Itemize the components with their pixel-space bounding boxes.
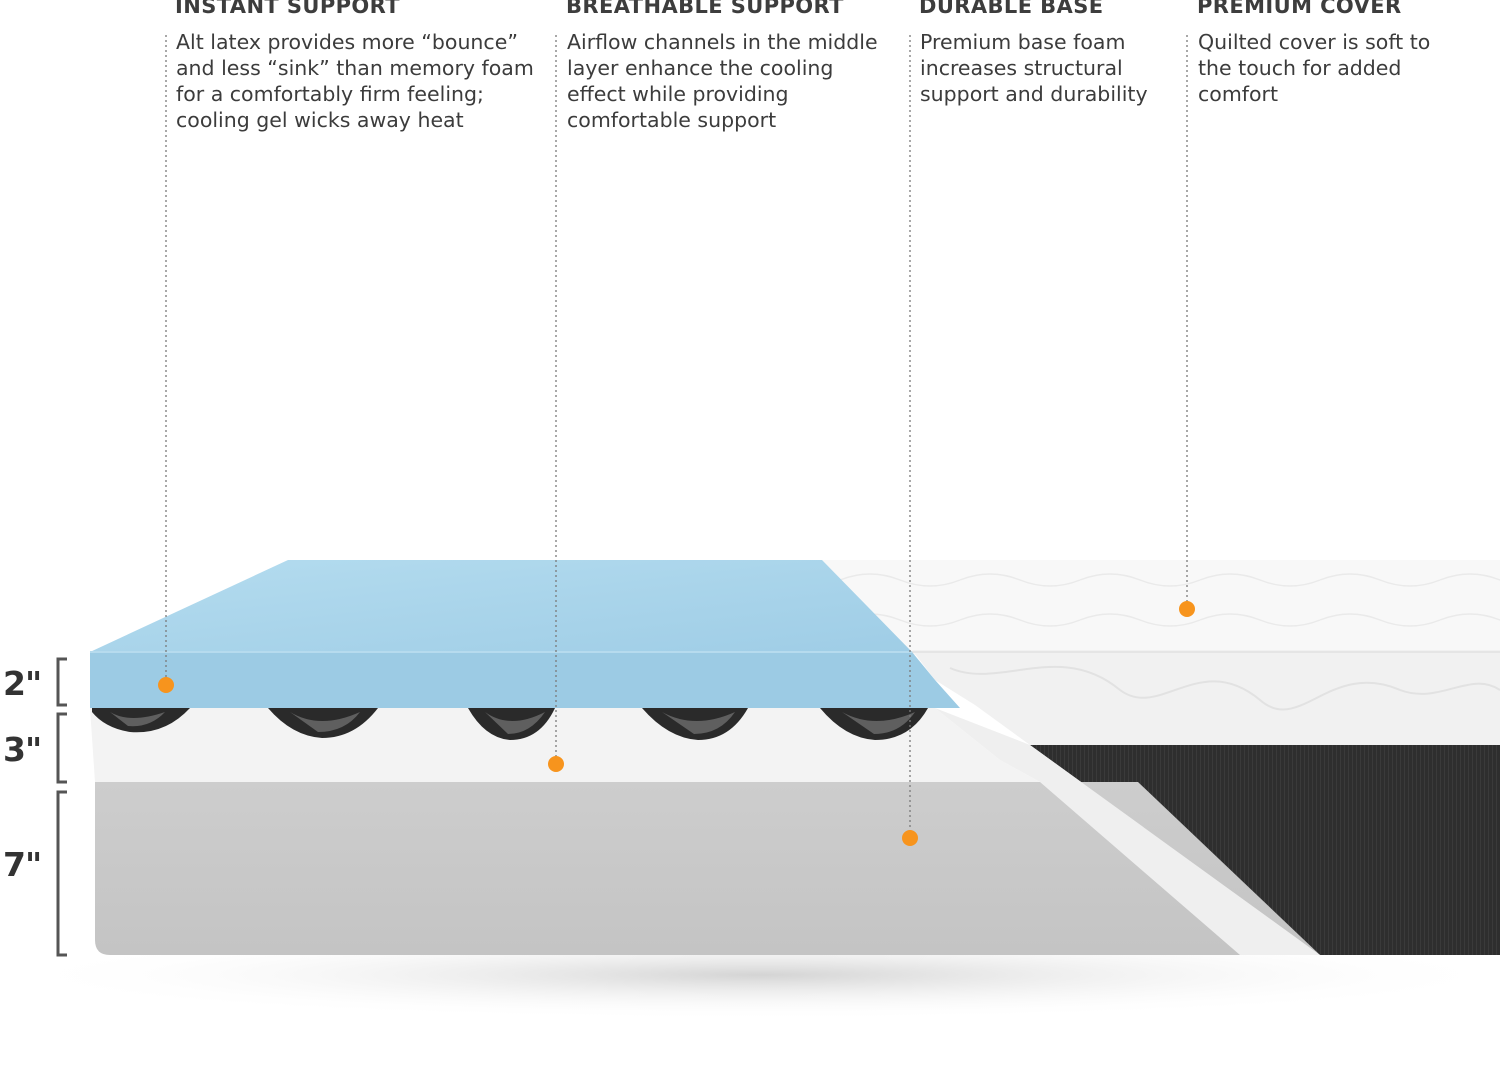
base-layer-marker bbox=[902, 830, 918, 846]
description-line: Alt latex provides more “bounce” bbox=[176, 30, 518, 54]
gel-layer-top bbox=[90, 560, 912, 652]
description-line: cooling gel wicks away heat bbox=[176, 108, 464, 132]
feature-title: PREMIUM COVER bbox=[1197, 0, 1402, 18]
cover-front-band bbox=[912, 650, 1500, 745]
feature-title: DURABLE BASE bbox=[919, 0, 1104, 18]
feature-description: Airflow channels in the middle layer enh… bbox=[567, 29, 878, 133]
description-line: the touch for added bbox=[1198, 56, 1402, 80]
gel-layer-marker bbox=[158, 677, 174, 693]
cover-marker bbox=[1179, 601, 1195, 617]
feature-title: BREATHABLE SUPPORT bbox=[566, 0, 844, 18]
description-line: Airflow channels in the middle bbox=[567, 30, 878, 54]
airflow-layer-thickness-label: 3" bbox=[3, 730, 42, 769]
description-line: and less “sink” than memory foam bbox=[176, 56, 534, 80]
description-line: for a comfortably firm feeling; bbox=[176, 82, 484, 106]
leader-lines bbox=[165, 35, 1188, 838]
description-line: layer enhance the cooling bbox=[567, 56, 834, 80]
airflow-layer-marker bbox=[548, 756, 564, 772]
description-line: comfort bbox=[1198, 82, 1279, 106]
thickness-brackets bbox=[56, 657, 67, 957]
description-line: support and durability bbox=[920, 82, 1148, 106]
gel-layer-front bbox=[90, 652, 960, 708]
cover-edge-wedge bbox=[935, 708, 1320, 955]
base-foam-layer bbox=[95, 782, 1320, 955]
gel-layer-thickness-label: 2" bbox=[3, 664, 42, 703]
description-line: Premium base foam bbox=[920, 30, 1126, 54]
base-layer-thickness-label: 7" bbox=[3, 845, 42, 884]
description-line: comfortable support bbox=[567, 108, 777, 132]
accent-dots bbox=[158, 601, 1195, 846]
feature-description: Premium base foam increases structural s… bbox=[920, 29, 1148, 107]
feature-description: Quilted cover is soft to the touch for a… bbox=[1198, 29, 1430, 107]
description-line: effect while providing bbox=[567, 82, 789, 106]
description-line: increases structural bbox=[920, 56, 1123, 80]
feature-title: INSTANT SUPPORT bbox=[175, 0, 401, 18]
feature-description: Alt latex provides more “bounce” and les… bbox=[176, 29, 534, 133]
description-line: Quilted cover is soft to bbox=[1198, 30, 1431, 54]
